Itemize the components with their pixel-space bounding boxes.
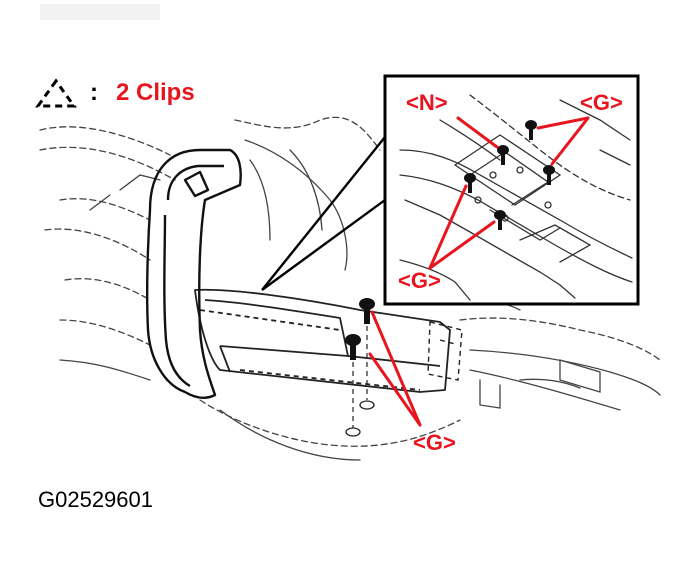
bolt-main-lower bbox=[345, 334, 361, 437]
inset-leader-wedge bbox=[261, 136, 386, 291]
inset-bolt-g-bottom-left bbox=[464, 173, 476, 193]
faded-header-mark bbox=[40, 4, 160, 20]
inset-detail-sketch bbox=[399, 94, 633, 301]
inset-bolt-g-top-left bbox=[525, 120, 537, 140]
inset-bolt-g-bottom-right bbox=[494, 210, 506, 230]
bolt-main-upper bbox=[359, 298, 375, 410]
dashed-triangle-icon bbox=[35, 78, 77, 108]
detail-inset-frame bbox=[383, 74, 640, 306]
callout-label-g-main: <G> bbox=[413, 430, 456, 455]
inset-bolt-g-top-right bbox=[543, 165, 555, 185]
clip-dashed-outline bbox=[427, 321, 463, 381]
callout-label-g-top: <G> bbox=[580, 90, 623, 115]
callout-label-n: <N> bbox=[406, 90, 448, 115]
callout-leader-lines bbox=[368, 116, 590, 427]
legend-colon: : bbox=[90, 79, 98, 106]
vehicle-body-sketch bbox=[39, 116, 661, 461]
clip-count-label: 2 Clips bbox=[116, 79, 195, 106]
figure-id-label: G02529601 bbox=[38, 487, 153, 512]
armrest-lid-sketch bbox=[145, 148, 242, 400]
inset-bolt-n bbox=[497, 145, 509, 165]
callout-label-g-inset-bottom: <G> bbox=[398, 268, 441, 293]
